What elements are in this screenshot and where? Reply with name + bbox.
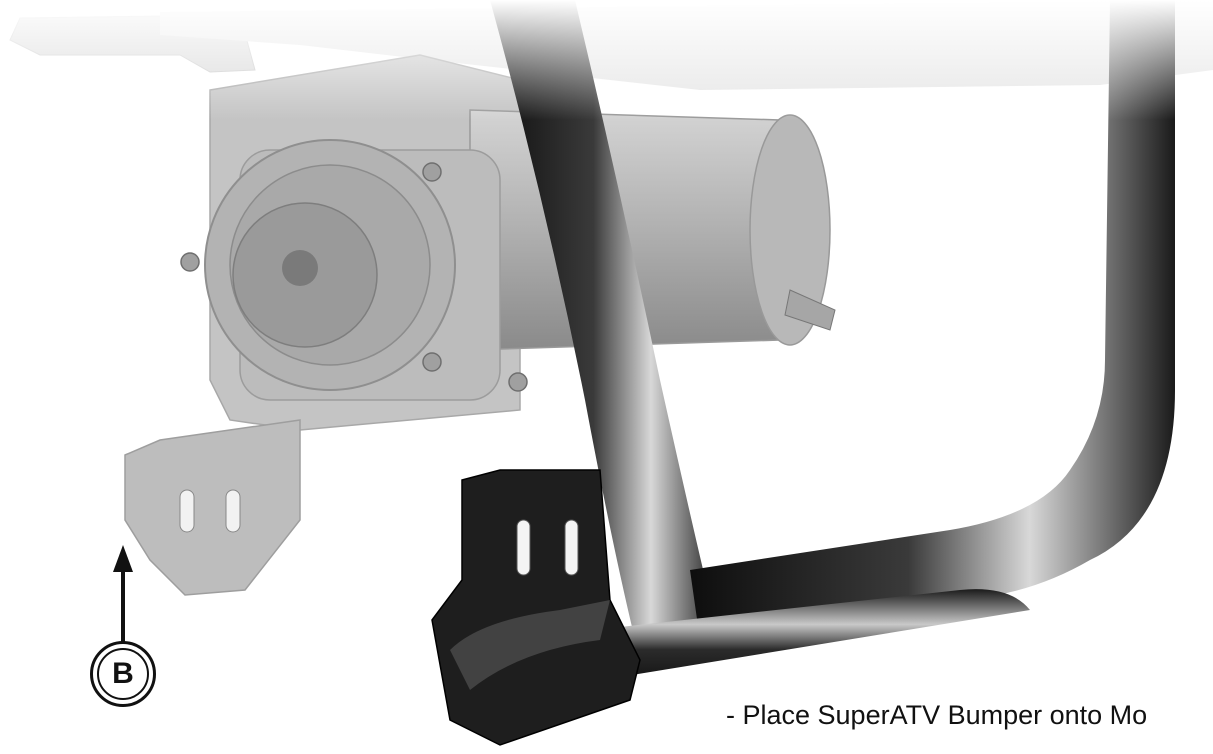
bolt (422, 352, 442, 372)
callout-b-label: B (97, 648, 149, 700)
plate-slot-1 (516, 519, 531, 576)
plate-slot-2 (564, 519, 579, 576)
mount-bracket-left (124, 419, 301, 596)
bolt (180, 252, 200, 272)
bolt (508, 372, 528, 392)
bumper-tube-left (490, 0, 720, 660)
callout-arrow-head (113, 545, 133, 572)
callout-b: B (90, 641, 156, 707)
instruction-text: - Place SuperATV Bumper onto Mo (726, 700, 1148, 730)
motor-terminal (784, 289, 836, 331)
bolt (422, 162, 442, 182)
bracket-slot-1 (179, 489, 195, 533)
bracket-slot-2 (225, 489, 241, 533)
